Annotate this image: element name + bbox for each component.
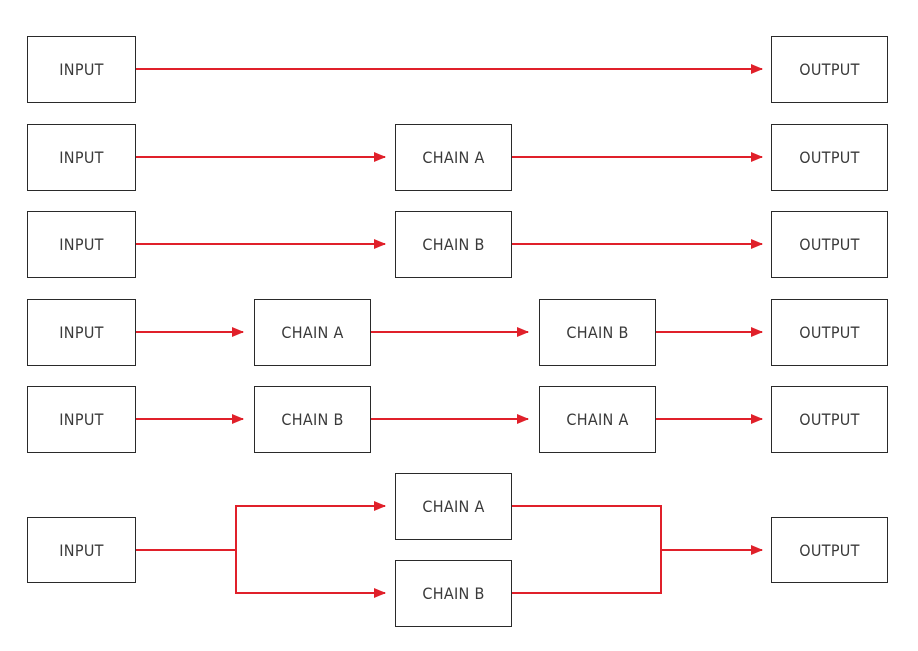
input-box: INPUT — [27, 36, 136, 103]
chain-a-box: CHAIN A — [395, 124, 512, 191]
input-box: INPUT — [27, 517, 136, 583]
input-box: INPUT — [27, 299, 136, 366]
chain-b-label: CHAIN B — [422, 584, 485, 603]
input-label: INPUT — [59, 540, 104, 560]
chain-a-box: CHAIN A — [254, 299, 371, 366]
arrow-split-to-chain-a — [235, 501, 386, 550]
chain-b-label: CHAIN B — [422, 235, 485, 254]
chain-b-box: CHAIN B — [395, 560, 512, 627]
output-label: OUTPUT — [799, 323, 860, 342]
input-box: INPUT — [27, 124, 136, 191]
output-box: OUTPUT — [771, 386, 888, 453]
chain-a-box: CHAIN A — [395, 473, 512, 540]
input-label: INPUT — [59, 60, 104, 79]
chain-a-box: CHAIN A — [539, 386, 656, 453]
output-box: OUTPUT — [771, 299, 888, 366]
chain-a-label: CHAIN A — [422, 497, 485, 516]
output-label: OUTPUT — [799, 410, 860, 429]
chain-b-box: CHAIN B — [254, 386, 371, 453]
chain-a-label: CHAIN A — [281, 323, 344, 342]
chain-b-box: CHAIN B — [539, 299, 656, 366]
arrow-split-to-chain-b — [235, 550, 386, 598]
output-label: OUTPUT — [799, 148, 860, 167]
input-label: INPUT — [59, 323, 104, 342]
output-box: OUTPUT — [771, 36, 888, 103]
chain-a-label: CHAIN A — [566, 410, 629, 429]
input-box: INPUT — [27, 386, 136, 453]
arrow-chain-a-to-merge — [512, 505, 662, 594]
output-label: OUTPUT — [799, 60, 860, 79]
chain-b-box: CHAIN B — [395, 211, 512, 278]
output-label: OUTPUT — [799, 540, 860, 560]
chain-a-label: CHAIN A — [422, 148, 485, 167]
output-box: OUTPUT — [771, 211, 888, 278]
chain-b-label: CHAIN B — [281, 410, 344, 429]
chain-b-label: CHAIN B — [566, 323, 629, 342]
input-label: INPUT — [59, 235, 104, 254]
output-box: OUTPUT — [771, 124, 888, 191]
input-label: INPUT — [59, 410, 104, 429]
output-box: OUTPUT — [771, 517, 888, 583]
input-label: INPUT — [59, 148, 104, 167]
output-label: OUTPUT — [799, 235, 860, 254]
input-box: INPUT — [27, 211, 136, 278]
